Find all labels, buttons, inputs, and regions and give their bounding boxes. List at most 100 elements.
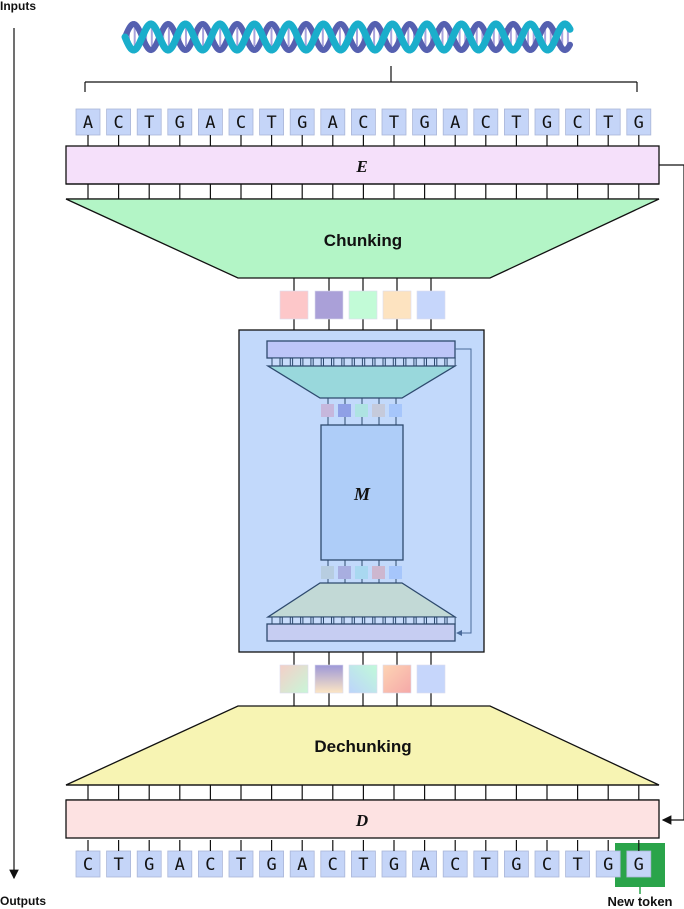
token-letter: G bbox=[511, 855, 521, 875]
chunking-block: Chunking bbox=[65, 198, 660, 279]
token-letter: A bbox=[328, 113, 338, 133]
chunk-vector bbox=[382, 278, 412, 330]
input-token: G bbox=[534, 108, 560, 146]
token-letter: A bbox=[83, 113, 93, 133]
token-letter: T bbox=[481, 855, 491, 875]
encoder-label: E bbox=[355, 157, 367, 176]
token-letter: C bbox=[83, 855, 93, 875]
encoder-output-ticks bbox=[66, 183, 659, 200]
token-letter: C bbox=[358, 113, 368, 133]
new-token-label: New token bbox=[607, 894, 672, 909]
token-letter: T bbox=[144, 113, 154, 133]
token-letter: G bbox=[603, 855, 613, 875]
inner-chunk-vector bbox=[338, 566, 351, 579]
input-token: G bbox=[167, 108, 193, 146]
inner-chunk-vector bbox=[338, 404, 351, 417]
main-network-block: M bbox=[238, 329, 485, 653]
output-token: T bbox=[350, 840, 376, 878]
token-letter: A bbox=[450, 113, 460, 133]
token-letter: G bbox=[389, 855, 399, 875]
token-letter: G bbox=[144, 855, 154, 875]
input-token: T bbox=[136, 108, 162, 146]
output-token: T bbox=[473, 840, 499, 878]
output-token: T bbox=[565, 840, 590, 878]
input-token: T bbox=[503, 108, 529, 146]
output-token: G bbox=[503, 840, 529, 878]
input-token: G bbox=[289, 108, 315, 146]
dna-helix-icon bbox=[121, 20, 574, 54]
output-token: C bbox=[197, 840, 223, 878]
inner-chunk-vector bbox=[389, 404, 402, 417]
token-letter: T bbox=[572, 855, 582, 875]
dechunking-block: Dechunking bbox=[65, 705, 660, 786]
token-letter: G bbox=[542, 113, 552, 133]
input-token: G bbox=[412, 108, 438, 146]
inner-chunk-vector bbox=[372, 404, 385, 417]
input-bracket bbox=[84, 66, 638, 92]
inner-chunk-vector bbox=[321, 404, 334, 417]
output-token: T bbox=[106, 840, 131, 878]
chunk-vector bbox=[348, 278, 378, 330]
chunking-label: Chunking bbox=[324, 231, 402, 250]
input-token: A bbox=[442, 108, 468, 146]
token-letter: C bbox=[205, 855, 215, 875]
decoder-input-ticks bbox=[66, 784, 659, 801]
input-token: C bbox=[350, 108, 376, 146]
chunk-vector bbox=[314, 278, 344, 330]
output-token: C bbox=[534, 840, 560, 878]
chunk-vector bbox=[348, 652, 378, 706]
token-letter: G bbox=[419, 113, 429, 133]
output-token: A bbox=[412, 840, 438, 878]
token-letter: A bbox=[419, 855, 429, 875]
output-token: G bbox=[381, 840, 407, 878]
output-token: C bbox=[75, 840, 101, 878]
inner-chunk-vector bbox=[355, 404, 368, 417]
token-letter: G bbox=[634, 113, 644, 133]
output-token: A bbox=[167, 840, 193, 878]
inner-chunk-vector bbox=[389, 566, 402, 579]
input-token: C bbox=[565, 108, 590, 146]
output-token: C bbox=[320, 840, 346, 878]
output-token: A bbox=[289, 840, 315, 878]
main-label: M bbox=[353, 484, 371, 504]
chunk-vector bbox=[416, 652, 446, 706]
token-letter: T bbox=[603, 113, 613, 133]
inner-chunk-vector bbox=[372, 566, 385, 579]
chunk-vector-row-top bbox=[279, 278, 446, 330]
input-token: A bbox=[320, 108, 346, 146]
output-token: G bbox=[259, 840, 285, 878]
token-letter: T bbox=[358, 855, 368, 875]
input-token: C bbox=[228, 108, 254, 146]
token-letter: T bbox=[389, 113, 399, 133]
token-letter: C bbox=[113, 113, 123, 133]
token-letter: A bbox=[205, 113, 215, 133]
input-token: A bbox=[75, 108, 101, 146]
output-token: G bbox=[595, 840, 621, 878]
chunk-vector bbox=[279, 278, 309, 330]
dechunking-label: Dechunking bbox=[314, 737, 411, 756]
token-letter: G bbox=[634, 855, 644, 875]
token-letter: C bbox=[572, 113, 582, 133]
inner-chunk-vector bbox=[355, 566, 368, 579]
chunk-vector bbox=[416, 278, 446, 330]
inner-main-block bbox=[320, 424, 404, 561]
input-token: T bbox=[595, 108, 621, 146]
decoder-block: D bbox=[65, 799, 660, 839]
output-token: C bbox=[442, 840, 468, 878]
token-letter: G bbox=[266, 855, 276, 875]
chunk-vector bbox=[279, 652, 309, 706]
token-letter: C bbox=[450, 855, 460, 875]
token-letter: C bbox=[481, 113, 491, 133]
input-token: T bbox=[381, 108, 407, 146]
inner-residual-arrow bbox=[455, 348, 472, 636]
output-token: G bbox=[136, 840, 162, 878]
outer-residual-arrow bbox=[659, 164, 684, 825]
input-token: G bbox=[626, 108, 652, 146]
outputs-label: Outputs bbox=[0, 894, 46, 908]
token-letter: C bbox=[542, 855, 552, 875]
inputs-label: Inputs bbox=[0, 0, 36, 13]
input-token: T bbox=[259, 108, 285, 146]
